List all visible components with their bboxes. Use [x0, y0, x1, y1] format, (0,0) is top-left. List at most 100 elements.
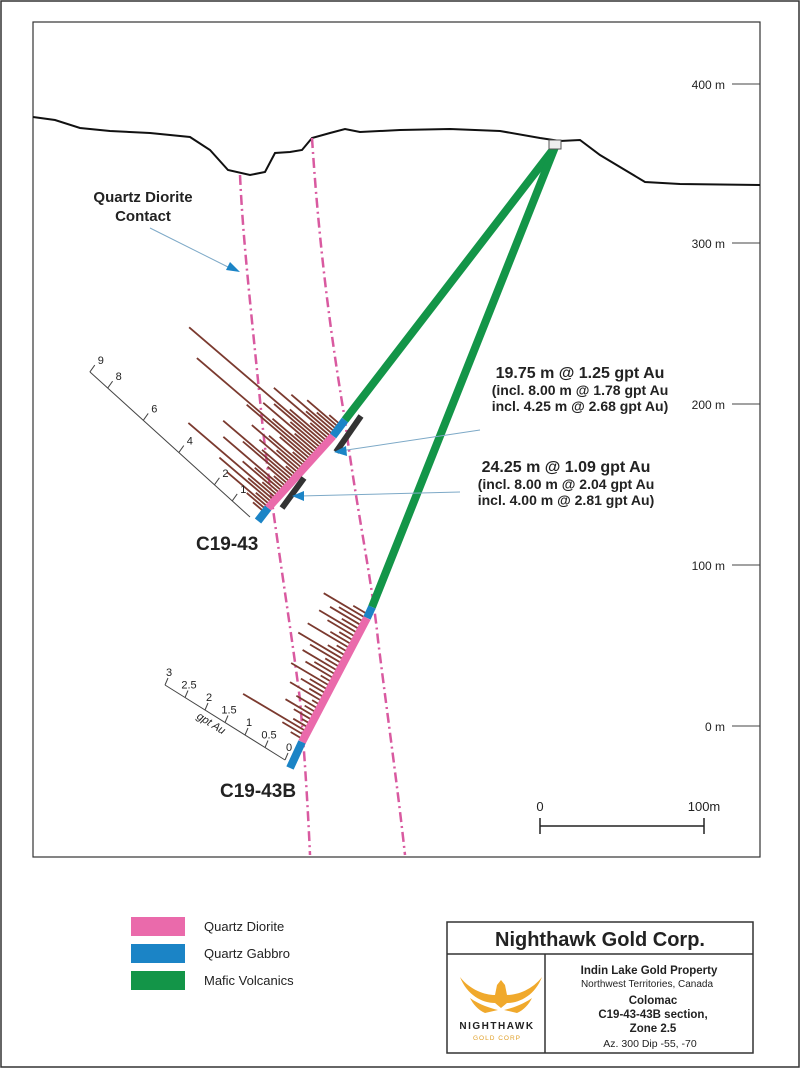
elev-label: 0 m: [705, 720, 725, 734]
assay-bar: [275, 449, 301, 471]
assay-bar: [308, 687, 324, 698]
nighthawk-logo: [460, 977, 542, 1013]
scale-tick: [178, 445, 185, 453]
segment-quartz-gabbro: [286, 740, 306, 770]
assay-bar: [251, 424, 303, 469]
scale-tick: [213, 477, 220, 486]
scale-tick-label: 0: [286, 742, 292, 754]
assay-bar: [305, 660, 334, 679]
scale-tick: [164, 677, 169, 686]
segment-mafic-volcanics: [368, 145, 559, 609]
scale-tick-label: 2: [206, 692, 212, 704]
assay-bar: [246, 492, 266, 510]
assay-bar: [279, 436, 309, 462]
property-name: Indin Lake Gold Property: [581, 965, 718, 977]
elevation-axis: 400 m 300 m 200 m 100 m 0 m: [692, 78, 760, 734]
scale-tick: [142, 413, 149, 421]
intercept-text: (incl. 8.00 m @ 1.78 gpt Au: [492, 382, 669, 398]
assay-bar: [305, 410, 334, 435]
segment-quartz-diorite: [265, 433, 336, 511]
scale-tick: [231, 493, 238, 502]
scale-tick: [224, 715, 229, 723]
contact-label: Contact: [115, 208, 171, 225]
scale-tick-label: 2.5: [181, 680, 196, 692]
scale-start: 0: [536, 799, 543, 814]
assay-bar: [295, 694, 318, 709]
assay-bar: [290, 394, 336, 433]
assay-bar: [242, 440, 291, 483]
assay-bar: [252, 501, 264, 512]
assay-bar: [222, 419, 293, 480]
assay-bar: [320, 674, 332, 683]
hole-label: C19-43B: [220, 781, 296, 802]
assay-bar: [341, 617, 360, 630]
assay-bar: [352, 604, 368, 615]
arrow-icon: [334, 446, 347, 456]
assay-bar: [302, 649, 338, 672]
scale-tick-label: 9: [98, 355, 104, 367]
assay-bar: [242, 693, 306, 732]
assay-bar: [338, 631, 354, 642]
scale-tick: [204, 702, 209, 711]
assay-bar: [273, 387, 332, 438]
scale-tick: [244, 727, 249, 736]
logo-text: NIGHTHAWK: [459, 1021, 534, 1032]
scale-tick: [107, 380, 114, 389]
assay-bar: [306, 399, 340, 429]
assay-bar: [196, 357, 313, 458]
assay-bar: [318, 609, 358, 634]
leader-lines: [149, 227, 481, 497]
section-line: Colomac: [629, 995, 678, 1007]
assay-bar: [289, 421, 322, 449]
scale-tick: [264, 740, 269, 748]
title-block: Nighthawk Gold Corp. NIGHTHAWK GOLD CORP…: [446, 921, 754, 1054]
scale-tick-label: 4: [187, 436, 193, 448]
assay-bar: [292, 451, 307, 465]
quartz-diorite-contacts: [238, 137, 407, 856]
segment-quartz-diorite: [298, 616, 371, 744]
legend-swatch: [131, 971, 185, 990]
collar-marker: [548, 139, 562, 150]
segment-quartz-gabbro: [363, 605, 376, 620]
scale-tick-label: 1: [246, 717, 252, 729]
map-frame: [32, 21, 761, 858]
segment-mafic-volcanics: [341, 144, 559, 423]
assay-bar: [222, 436, 285, 489]
hole-label: C19-43: [196, 534, 258, 555]
scale-tick: [284, 752, 289, 761]
intercept-bar-2: [279, 476, 307, 510]
assay-bar: [324, 657, 340, 668]
scale-tick-label: 0.5: [261, 730, 276, 742]
assay-bar: [304, 704, 316, 713]
scale-tick-label: 3: [166, 667, 172, 679]
scale-end: 100m: [688, 799, 721, 814]
assay-bar: [187, 422, 276, 499]
intercept-text: (incl. 8.00 m @ 2.04 gpt Au: [478, 476, 655, 492]
assay-bar: [294, 432, 317, 453]
segment-quartz-gabbro: [329, 417, 349, 439]
elev-label: 300 m: [692, 237, 725, 251]
company-name: Nighthawk Gold Corp.: [495, 929, 705, 951]
assay-bar: [307, 622, 350, 649]
assay-bar: [246, 403, 311, 460]
assay-bar: [313, 661, 336, 675]
assay-bar: [329, 630, 352, 645]
assay-bar: [226, 471, 268, 508]
assay-bar: [285, 698, 314, 717]
scale-bar: [539, 818, 705, 834]
intercept-text: 24.25 m @ 1.09 gpt Au: [482, 459, 651, 476]
elev-label: 200 m: [692, 398, 725, 412]
assay-bar: [290, 662, 330, 687]
legend-label: Quartz Diorite: [204, 919, 284, 934]
assay-bar: [262, 402, 319, 451]
assay-scale-ticks: 0 0.5 1 1.5 2 2.5 3: [164, 667, 292, 761]
assay-bar: [297, 631, 344, 660]
scale-tick-label: 1.5: [221, 705, 236, 717]
assay-bar: [273, 475, 287, 487]
elev-label: 400 m: [692, 78, 725, 92]
assay-bar: [309, 422, 330, 440]
assay-bar: [281, 721, 304, 736]
